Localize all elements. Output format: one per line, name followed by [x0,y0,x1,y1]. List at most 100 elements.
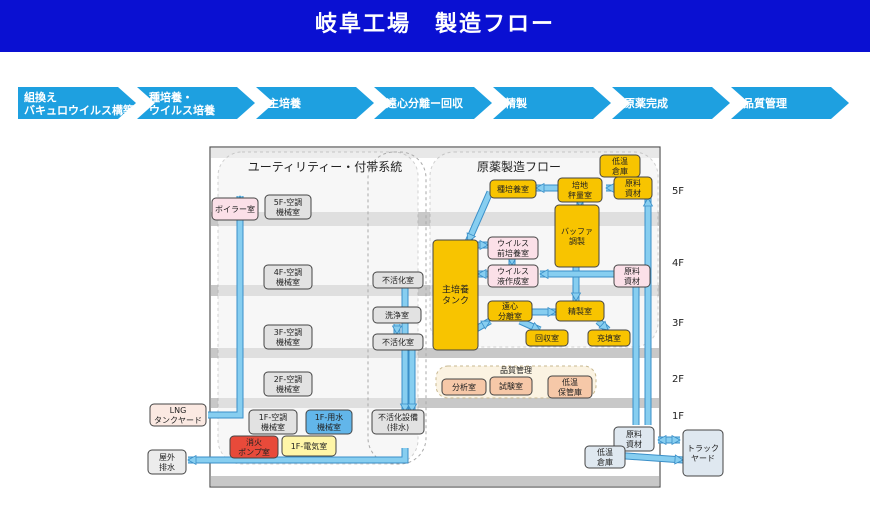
room-label: 洗浄室 [385,310,409,320]
room-seed: 種培養室 [489,179,537,199]
room-wash: 洗浄室 [372,306,422,324]
room-buffer: バッファ調製 [554,204,600,268]
room-boiler: ボイラー室 [211,197,259,221]
room-cold1: 低温倉庫 [584,445,626,469]
room-inactfac: 不活化設備(排水) [371,409,425,435]
process-step-1 [18,87,136,119]
room-label: 原料資材 [624,266,640,286]
room-label: 2F-空調機械室 [274,374,303,394]
process-step-label: 組換え バキュロウイルス構築 [24,91,134,117]
utility-section-title: ユーティリティー・付帯系統 [248,160,403,174]
slab-base [211,476,659,486]
process-step-6 [612,87,730,119]
room-outdoor: 屋外排水 [147,449,187,475]
room-label: 主培養タンク [442,284,469,307]
room-water1f: 1F-用水機械室 [305,409,353,435]
room-fill: 充填室 [587,329,631,347]
room-m2f: 2F-空調機械室 [263,371,313,397]
mat4-to-virusprep-arrow [539,268,614,280]
room-analysis: 分析室 [441,378,487,396]
room-testing: 試験室 [489,376,533,396]
process-step-label: 品質管理 [743,97,787,110]
room-m1f: 1F-空調機械室 [248,409,298,435]
room-label: 分析室 [452,382,476,392]
room-m4f: 4F-空調機械室 [263,264,313,290]
room-label: 低温倉庫 [612,156,628,176]
room-label: 試験室 [499,381,523,391]
process-step-7 [731,87,849,119]
room-centri: 遠心分離室 [487,300,533,322]
process-step-label: 種培養・ ウイルス培養 [149,91,215,117]
slab-3f [211,348,659,358]
room-label: 1F-空調機械室 [259,412,288,432]
room-firepump: 消火ポンプ室 [229,435,279,459]
centri-to-purif-arrow [530,306,557,318]
process-flow [18,87,849,119]
process-step-label: 主培養 [268,97,301,110]
seed-to-main-arrow [464,190,494,244]
process-step-4 [374,87,492,119]
purif-to-fill-arrow [595,318,611,333]
mat5-to-weigh-arrow [605,182,615,194]
room-label: 1F-電気室 [291,441,328,451]
room-label: ウイルス前培養室 [497,239,529,258]
process-step-5 [493,87,611,119]
room-label: 5F-空調機械室 [274,197,303,217]
room-label: バッファ調製 [561,227,593,246]
qc-section-title: 品質管理 [500,365,532,375]
room-label: 消火ポンプ室 [238,437,270,457]
room-mat4: 原料資材 [613,264,651,288]
page-title: 岐阜工場 製造フロー [0,0,870,52]
inactivation-zone [367,151,427,465]
room-mat5: 原料資材 [613,176,653,200]
room-elec1f: 1F-電気室 [281,435,337,457]
room-label: 4F-空調機械室 [274,267,303,287]
room-label: 不活化室 [382,275,414,285]
room-label: 充填室 [597,333,621,343]
room-virus-pre: ウイルス前培養室 [487,236,539,260]
room-label: 遠心分離室 [498,301,522,321]
room-main-tank: 主培養タンク [432,239,479,351]
room-label: ウイルス液作成室 [497,267,529,286]
room-virus-prep: ウイルス液作成室 [487,264,539,288]
room-label: ボイラー室 [215,204,255,214]
process-step-label: 精製 [505,97,527,110]
room-m3f: 3F-空調機械室 [263,324,313,350]
room-label: 不活化室 [382,337,414,347]
room-purif: 精製室 [555,300,605,322]
process-step-2 [137,87,255,119]
room-label: 低温倉庫 [597,447,613,467]
virusprep-to-main-arrow [477,268,488,280]
room-label: 原料資材 [626,429,642,449]
process-step-3 [256,87,374,119]
floor-label-4f: 4F [672,258,684,269]
room-label: トラックヤード [687,444,719,463]
room-cold5: 低温倉庫 [599,154,641,178]
floor-label-5f: 5F [672,186,684,197]
slab-2f [211,398,659,408]
room-label: 精製室 [568,306,592,316]
room-label: 回収室 [535,333,559,343]
inact3f-to-facility-arrow [406,350,418,413]
mat1-truck-arrow [657,434,681,446]
room-label: 1F-用水機械室 [315,412,344,432]
room-inact3f: 不活化室 [372,333,424,351]
floor-label-1f: 1F [672,411,684,422]
room-label: 不活化設備(排水) [378,412,418,432]
room-m5f: 5F-空調機械室 [264,194,312,220]
room-weigh: 培地秤量室 [557,177,603,203]
room-label: 3F-空調機械室 [274,327,303,347]
drain-to-outdoor-arrow [187,448,409,466]
floor-label-3f: 3F [672,318,684,329]
mat1-to-mat5-arrow [642,197,654,425]
process-step-label: 遠心分離ー回収 [386,97,463,110]
floor-label-2f: 2F [672,374,684,385]
mat1-to-mat4-arrow [630,276,642,425]
room-truck: トラックヤード [682,429,724,477]
room-coldstore: 低温保管庫 [547,375,593,399]
api-section-title: 原薬製造フロー [477,160,561,174]
wash-to-inact3f-arrow [391,324,403,335]
room-recov: 回収室 [525,329,569,347]
